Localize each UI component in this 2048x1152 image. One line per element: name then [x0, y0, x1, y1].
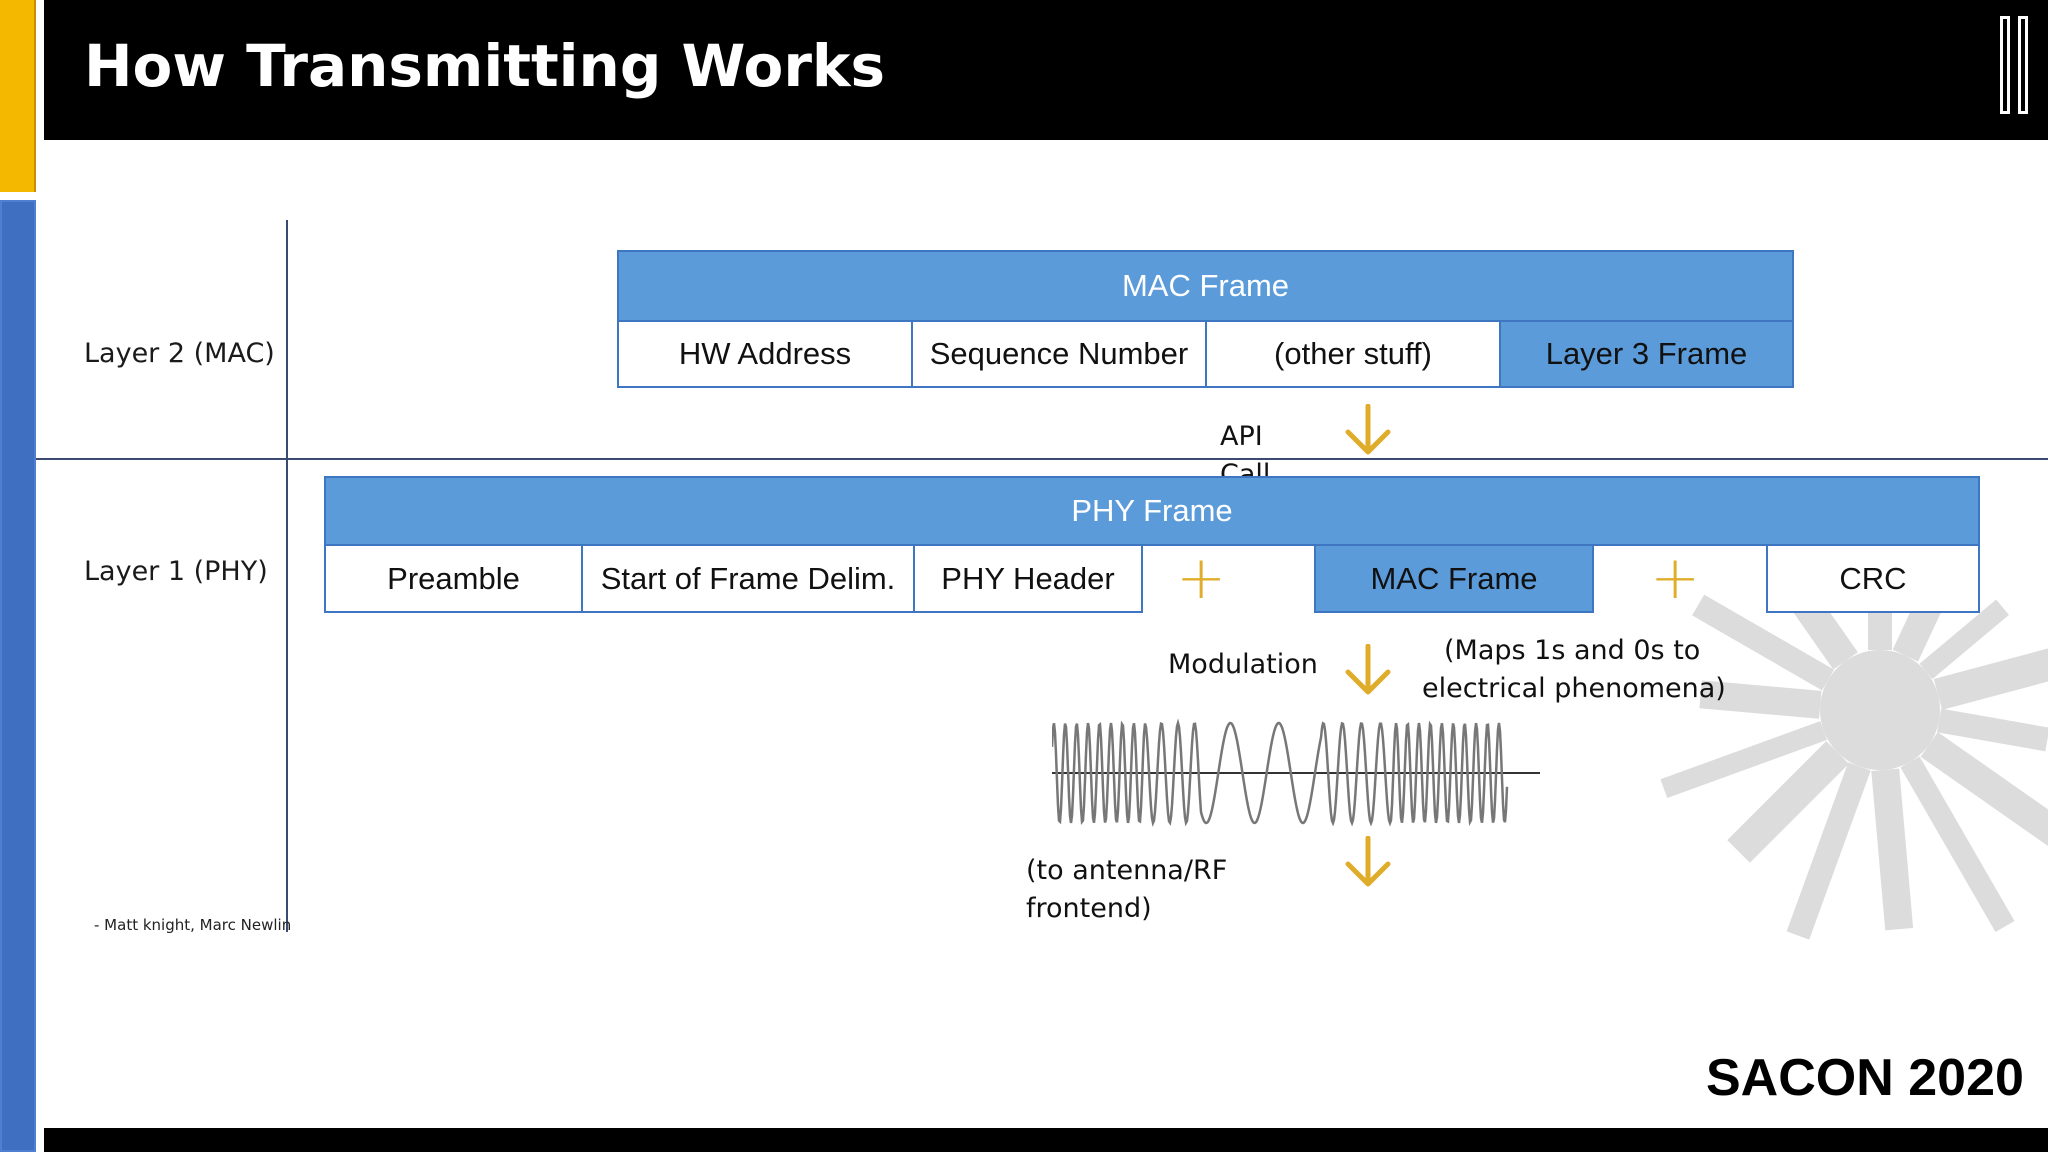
plus-icon: + — [1650, 543, 1701, 613]
layer-divider-horizontal — [36, 458, 2048, 460]
phy-field-mac-frame: MAC Frame — [1314, 544, 1594, 613]
down-arrow-icon — [1345, 836, 1391, 887]
api-call-label-line1: API — [1220, 421, 1263, 452]
layer2-label: Layer 2 (MAC) — [84, 338, 275, 369]
logo-icon — [2000, 16, 2040, 114]
accent-bar-yellow — [0, 0, 36, 192]
phy-field-preamble: Preamble — [324, 544, 583, 613]
slide-title: How Transmitting Works — [84, 32, 886, 100]
waveform-icon — [1052, 718, 1540, 828]
accent-bar-blue — [0, 200, 36, 1152]
phy-field-crc: CRC — [1766, 544, 1980, 613]
down-arrow-icon — [1345, 644, 1391, 695]
credit-text: - Matt knight, Marc Newlin — [94, 916, 292, 934]
phy-frame-header: PHY Frame — [324, 476, 1980, 546]
mac-field-layer3-frame: Layer 3 Frame — [1499, 320, 1794, 388]
title-bar — [44, 0, 2048, 140]
down-arrow-icon — [1345, 404, 1391, 455]
maps-note-line1: (Maps 1s and 0s to — [1444, 635, 1701, 666]
antenna-note-line1: (to antenna/RF — [1026, 855, 1228, 886]
modulation-label: Modulation — [1168, 649, 1318, 680]
antenna-note-line2: frontend) — [1026, 893, 1152, 924]
maps-note-line2: electrical phenomena) — [1422, 673, 1726, 704]
footer-bar — [44, 1128, 2048, 1152]
mac-field-hw-address: HW Address — [617, 320, 913, 388]
city-globe-watermark — [1660, 540, 2048, 940]
mac-field-other: (other stuff) — [1205, 320, 1501, 388]
phy-field-phy-header: PHY Header — [913, 544, 1143, 613]
mac-frame-header: MAC Frame — [617, 250, 1794, 322]
layer-divider-vertical — [286, 220, 288, 932]
plus-icon: + — [1176, 543, 1227, 613]
mac-field-sequence-number: Sequence Number — [911, 320, 1207, 388]
phy-field-start-of-frame: Start of Frame Delim. — [581, 544, 915, 613]
layer1-label: Layer 1 (PHY) — [84, 556, 268, 587]
brand-label: SACON 2020 — [1706, 1049, 2024, 1107]
